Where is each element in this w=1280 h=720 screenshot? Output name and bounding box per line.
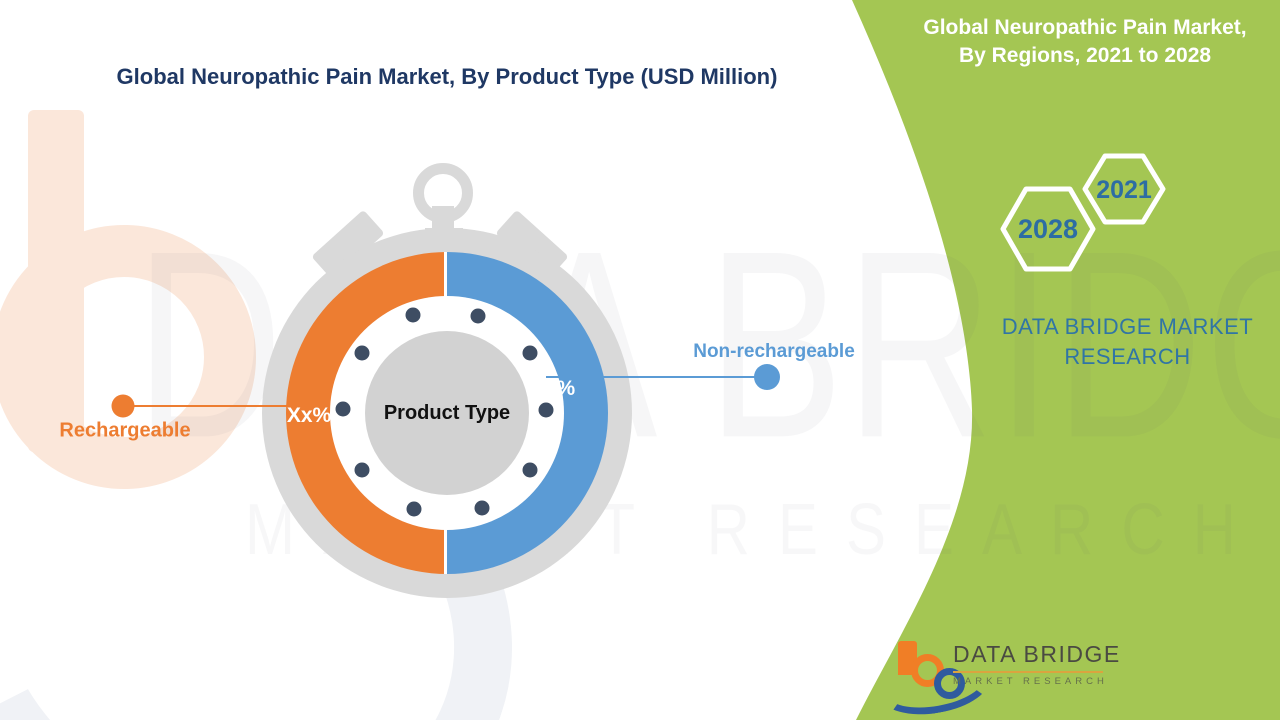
rechargeable-label: Rechargeable	[59, 419, 191, 442]
non-rechargeable-marker-dot	[754, 364, 780, 390]
tick-dot	[538, 402, 554, 418]
hexagon-2021: 2021	[1082, 153, 1166, 225]
brand-wordmark: DATA BRIDGE MARKET RESEARCH	[950, 312, 1280, 372]
donut-center-label: Product Type	[383, 401, 511, 424]
stopwatch-stem	[432, 206, 454, 234]
footer-logo-rule	[953, 671, 1103, 673]
rechargeable-marker-dot	[111, 394, 135, 418]
non-rechargeable-label: Non-rechargeable	[693, 341, 855, 362]
tick-dot	[354, 462, 370, 478]
tick-dot	[470, 308, 486, 324]
tick-dot	[406, 501, 422, 517]
region-panel-title-line1: Global Neuropathic Pain Market,	[923, 16, 1247, 39]
region-panel-title: Global Neuropathic Pain Market, By Regio…	[895, 14, 1275, 70]
footer-logo-subtitle: MARKET RESEARCH	[953, 676, 1108, 687]
non-rechargeable-leader-line	[546, 376, 767, 378]
footer-logo-text: DATA BRIDGE MARKET RESEARCH	[953, 641, 1121, 687]
brand-wordmark-line2: RESEARCH	[1064, 344, 1191, 369]
tick-dot	[405, 307, 421, 323]
logo-d-bowl	[934, 668, 965, 699]
hexagon-2028: 2028	[1000, 186, 1096, 272]
chart-title: Global Neuropathic Pain Market, By Produ…	[116, 64, 778, 89]
footer-logo: DATA BRIDGE MARKET RESEARCH	[875, 631, 1135, 720]
data-bridge-logo-icon	[875, 633, 995, 720]
hexagon-2028-year: 2028	[1018, 214, 1078, 244]
rechargeable-value-label: Xx%	[286, 404, 332, 427]
brand-wordmark-line1: DATA BRIDGE MARKET	[1001, 314, 1254, 339]
tick-dot	[335, 401, 351, 417]
footer-logo-name: DATA BRIDGE	[953, 641, 1121, 667]
non-rechargeable-value-label: Xx%	[530, 377, 576, 400]
hexagon-2021-year: 2021	[1096, 176, 1152, 204]
region-panel-title-line2: By Regions, 2021 to 2028	[958, 44, 1212, 67]
donut-center-circle: Product Type	[365, 331, 529, 495]
tick-dot	[522, 345, 538, 361]
tick-dot	[474, 500, 490, 516]
tick-dot	[354, 345, 370, 361]
rechargeable-leader-line	[133, 405, 296, 407]
tick-dot	[522, 462, 538, 478]
